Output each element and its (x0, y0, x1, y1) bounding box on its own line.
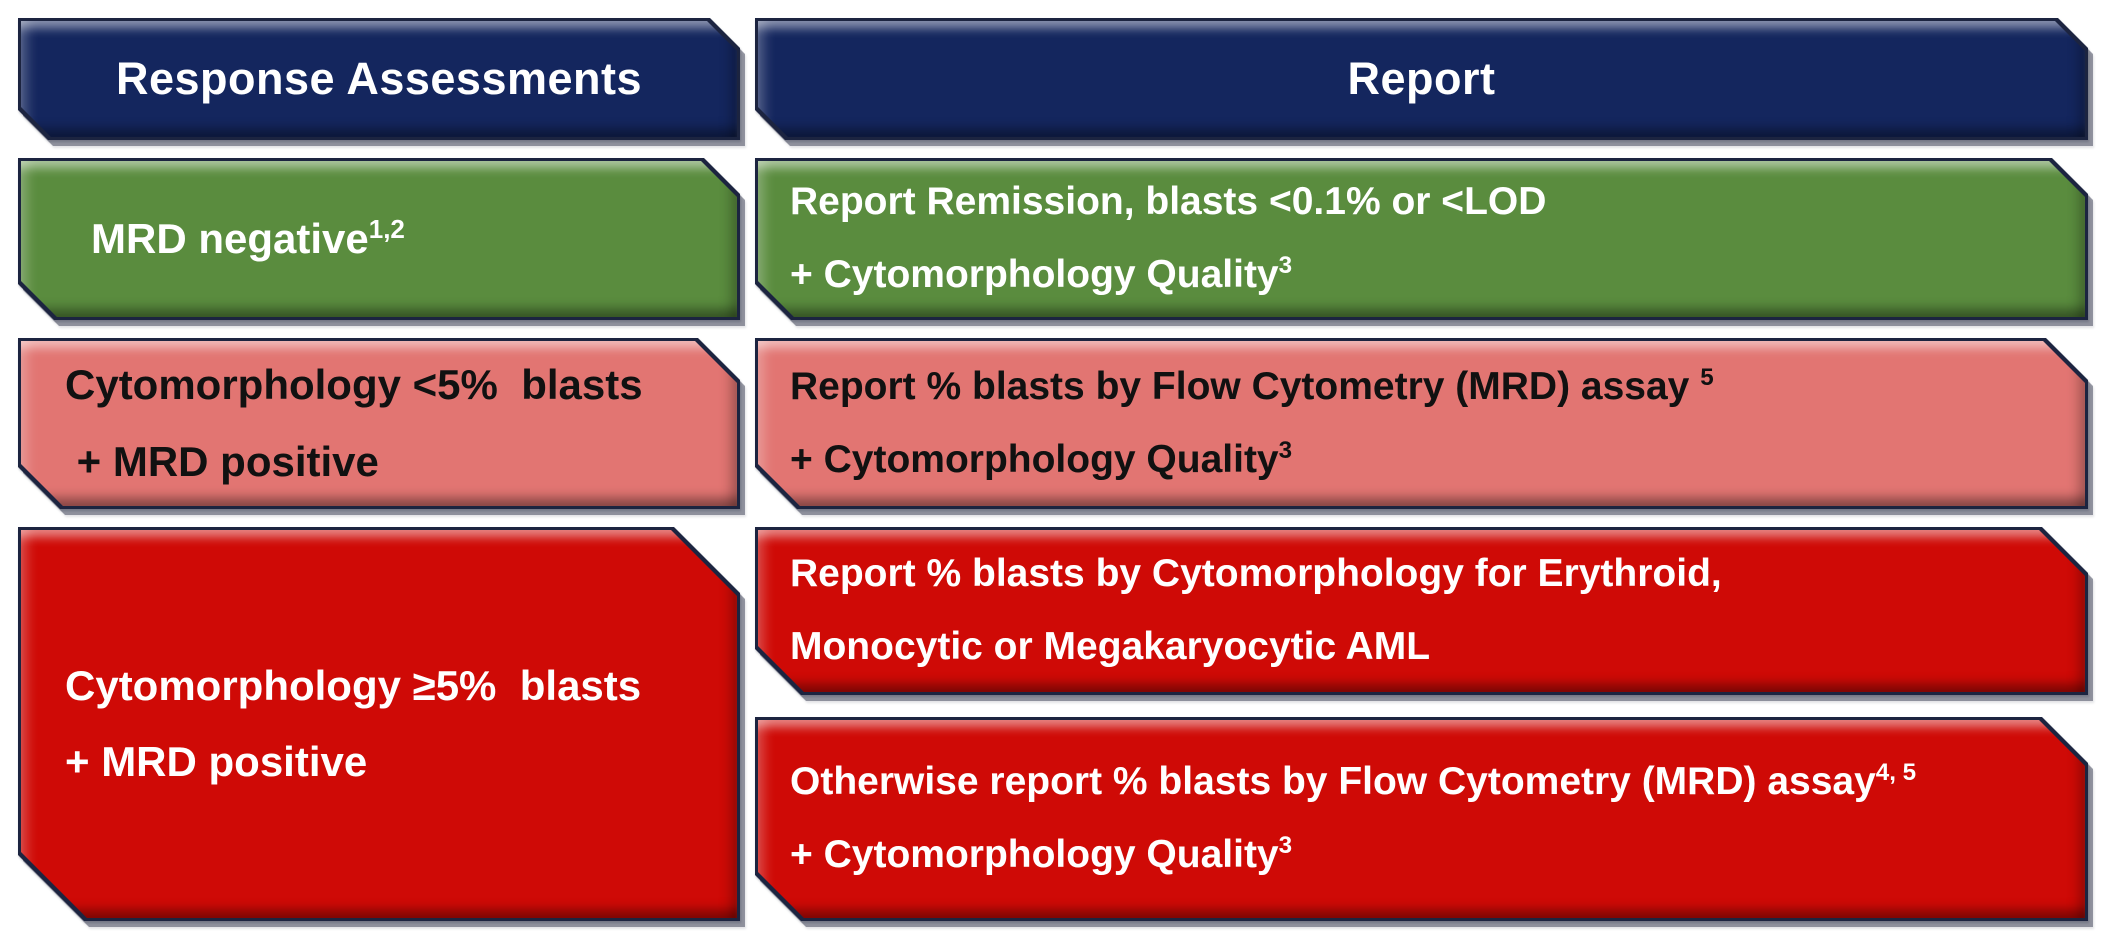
footnote-superscript: 4, 5 (1875, 759, 1917, 787)
box-text-line: Monocytic or Megakaryocytic AML (790, 625, 1431, 668)
box-text-line: Report Remission, blasts <0.1% or <LOD (790, 180, 1547, 224)
header-response-assessments: Response Assessments (18, 18, 740, 140)
box-cyto-ge5-blasts: Cytomorphology ≥5% blasts + MRD positive (18, 527, 740, 921)
box-text-line: + Cytomorphology Quality3 (790, 436, 1293, 481)
box-report-otherwise-flow-cytometry: Otherwise report % blasts by Flow Cytome… (755, 717, 2088, 921)
footnote-superscript: 3 (1278, 436, 1293, 464)
box-text-line: + MRD positive (65, 437, 379, 485)
box-cyto-lt5-blasts: Cytomorphology <5% blasts + MRD positive (18, 338, 740, 509)
box-report-remission: Report Remission, blasts <0.1% or <LOD +… (755, 158, 2088, 320)
header-report-label: Report (1347, 53, 1496, 104)
box-text-line: Report % blasts by Flow Cytometry (MRD) … (790, 363, 1714, 408)
box-text-line: Cytomorphology <5% blasts (65, 361, 643, 409)
footnote-superscript: 1,2 (368, 213, 405, 244)
box-text-line: + Cytomorphology Quality3 (790, 252, 1293, 296)
box-text-line: Otherwise report % blasts by Flow Cytome… (790, 759, 1917, 804)
box-text-line: Cytomorphology ≥5% blasts (65, 661, 642, 709)
box-text-line: + Cytomorphology Quality3 (790, 832, 1293, 876)
box-mrd-negative: MRD negative1,2 (18, 158, 740, 320)
box-text-line: + MRD positive (65, 738, 368, 785)
report-stack-ge5: Report % blasts by Cytomorphology for Er… (755, 527, 2088, 921)
header-response-assessments-label: Response Assessments (115, 53, 643, 104)
box-report-flow-cytometry: Report % blasts by Flow Cytometry (MRD) … (755, 338, 2088, 509)
box-text-line: MRD negative1,2 (91, 213, 405, 262)
footnote-superscript: 3 (1278, 252, 1293, 279)
footnote-superscript: 3 (1278, 832, 1293, 859)
box-report-cytomorphology-aml: Report % blasts by Cytomorphology for Er… (755, 527, 2088, 695)
footnote-superscript: 5 (1700, 363, 1714, 391)
box-text-line: Report % blasts by Cytomorphology for Er… (790, 552, 1722, 596)
header-report: Report (755, 18, 2088, 140)
